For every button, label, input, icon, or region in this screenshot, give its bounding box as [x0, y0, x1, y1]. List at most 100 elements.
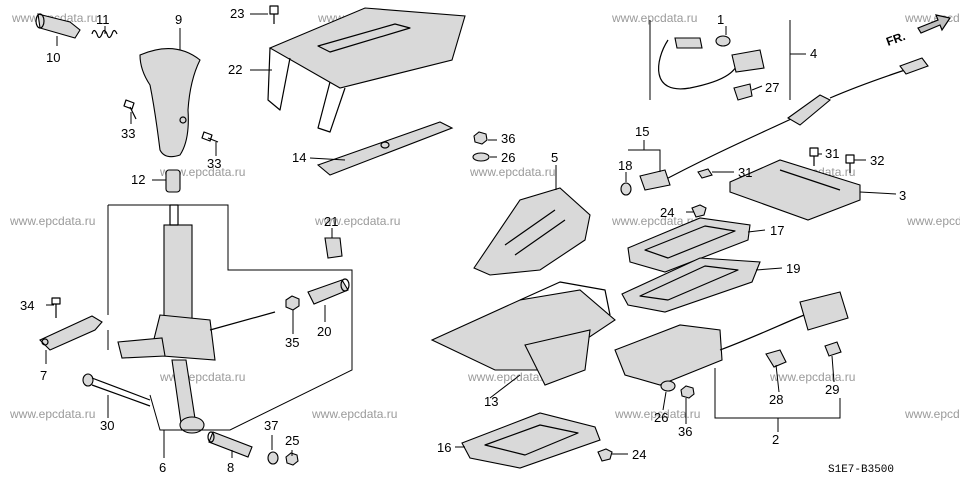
callout-7: 7: [40, 368, 47, 383]
part-19-cover: [621, 257, 761, 313]
callout-16: 16: [437, 440, 451, 455]
callout-36: 36: [501, 131, 515, 146]
callout-29: 29: [825, 382, 839, 397]
front-direction-arrow: FR.: [884, 14, 951, 49]
callout-31-b: 31: [825, 146, 839, 161]
watermark: www.epcdata.ru: [467, 370, 553, 384]
part-18-bolt: [620, 182, 632, 196]
watermark: www.epcdata.ru: [904, 407, 960, 421]
callout-20: 20: [317, 324, 331, 339]
callout-14: 14: [292, 150, 306, 165]
part-32-bolt: [845, 154, 855, 173]
part-26-washer-a: [472, 152, 490, 162]
part-4-harness: [649, 20, 791, 100]
callout-36-b: 36: [678, 424, 692, 439]
callout-26: 26: [501, 150, 515, 165]
part-14-plate: [316, 121, 454, 176]
part-33-screw-a: [123, 99, 137, 120]
part-31-bolt-b: [809, 147, 819, 166]
part-29-clip: [824, 341, 842, 357]
part-17-cover: [627, 217, 751, 273]
callout-27: 27: [765, 80, 779, 95]
watermark: www.epcdata.ru: [611, 214, 697, 228]
callout-2: 2: [772, 432, 779, 447]
callout-8: 8: [227, 460, 234, 475]
callout-23: 23: [230, 6, 244, 21]
callout-17: 17: [770, 223, 784, 238]
watermark: www.epcdata.ru: [469, 165, 555, 179]
part-12-bushing: [165, 169, 181, 193]
callout-12: 12: [131, 172, 145, 187]
part-7-bracket: [39, 315, 103, 351]
part-11-spring: [91, 29, 118, 39]
callout-33: 33: [121, 126, 135, 141]
part-2-position-sensor: [614, 291, 849, 419]
callout-37: 37: [264, 418, 278, 433]
part-36-nut-a: [473, 131, 488, 145]
callout-18: 18: [618, 158, 632, 173]
callout-33-b: 33: [207, 156, 221, 171]
part-37-washer: [267, 451, 279, 465]
part-15-cable: [639, 57, 929, 191]
part-23-screw: [269, 5, 279, 24]
part-20-adjuster: [307, 278, 350, 305]
leader-lines: [45, 13, 897, 458]
callout-10: 10: [46, 50, 60, 65]
callout-24: 24: [660, 205, 674, 220]
part-35-nut: [285, 295, 300, 311]
part-13-base: [430, 281, 616, 386]
callout-25: 25: [285, 433, 299, 448]
callout-26-b: 26: [654, 410, 668, 425]
callout-5: 5: [551, 150, 558, 165]
part-5-gate: [473, 187, 591, 276]
callout-32: 32: [870, 153, 884, 168]
callout-1: 1: [717, 12, 724, 27]
part-21-clip: [324, 237, 343, 259]
diagram-code: S1E7-B3500: [828, 464, 894, 476]
part-9-knob: [139, 48, 201, 158]
part-30-bolt: [82, 373, 151, 407]
callout-30: 30: [100, 418, 114, 433]
part-33-screw-b: [201, 131, 219, 143]
part-10-button: [35, 13, 81, 39]
part-25-nut: [285, 452, 299, 466]
watermark: www.epcdata.ru: [614, 407, 700, 421]
part-6-shift-lever: [117, 204, 276, 434]
callout-3: 3: [899, 188, 906, 203]
group-6-frame: [107, 204, 353, 431]
direction-label: FR.: [884, 29, 907, 49]
watermark: www.epcdata.ru: [159, 370, 245, 384]
part-34-bolt: [51, 297, 61, 318]
callout-4: 4: [810, 46, 817, 61]
watermark: www.epcdata.ru: [9, 407, 95, 421]
callout-31: 31: [738, 165, 752, 180]
part-22-indicator-panel: [267, 7, 466, 133]
callout-13: 13: [484, 394, 498, 409]
callout-11: 11: [96, 12, 110, 27]
watermark: www.epcdata.ru: [611, 11, 697, 25]
part-26-washer-b: [660, 380, 676, 392]
part-1-washer: [715, 35, 731, 47]
watermark: www.epcdata.ru: [314, 214, 400, 228]
part-24-bolt-b: [597, 448, 613, 462]
callout-15: 15: [635, 124, 649, 139]
part-24-bolt-a: [691, 204, 707, 218]
part-31-clip-a: [697, 168, 713, 179]
callout-24-b: 24: [632, 447, 646, 462]
part-27-clip: [733, 83, 753, 101]
part-36-nut-b: [680, 385, 695, 399]
callout-numbers: 1 2 3 4 5 6 7 8 9 10 11 12 13 14 15 16 1…: [20, 6, 906, 475]
watermark: www.epcdata.ru: [906, 214, 960, 228]
callout-28: 28: [769, 392, 783, 407]
watermark: www.epcdata.ru: [311, 407, 397, 421]
part-16-gasket: [461, 412, 601, 469]
part-3-bracket: [729, 159, 861, 221]
part-28-clip: [765, 349, 787, 368]
part-8-pin: [207, 431, 253, 458]
callout-9: 9: [175, 12, 182, 27]
callout-19: 19: [786, 261, 800, 276]
callout-22: 22: [228, 62, 242, 77]
watermark: www.epcdata.ru: [769, 370, 855, 384]
watermark: www.epcdata.ru: [159, 165, 245, 179]
